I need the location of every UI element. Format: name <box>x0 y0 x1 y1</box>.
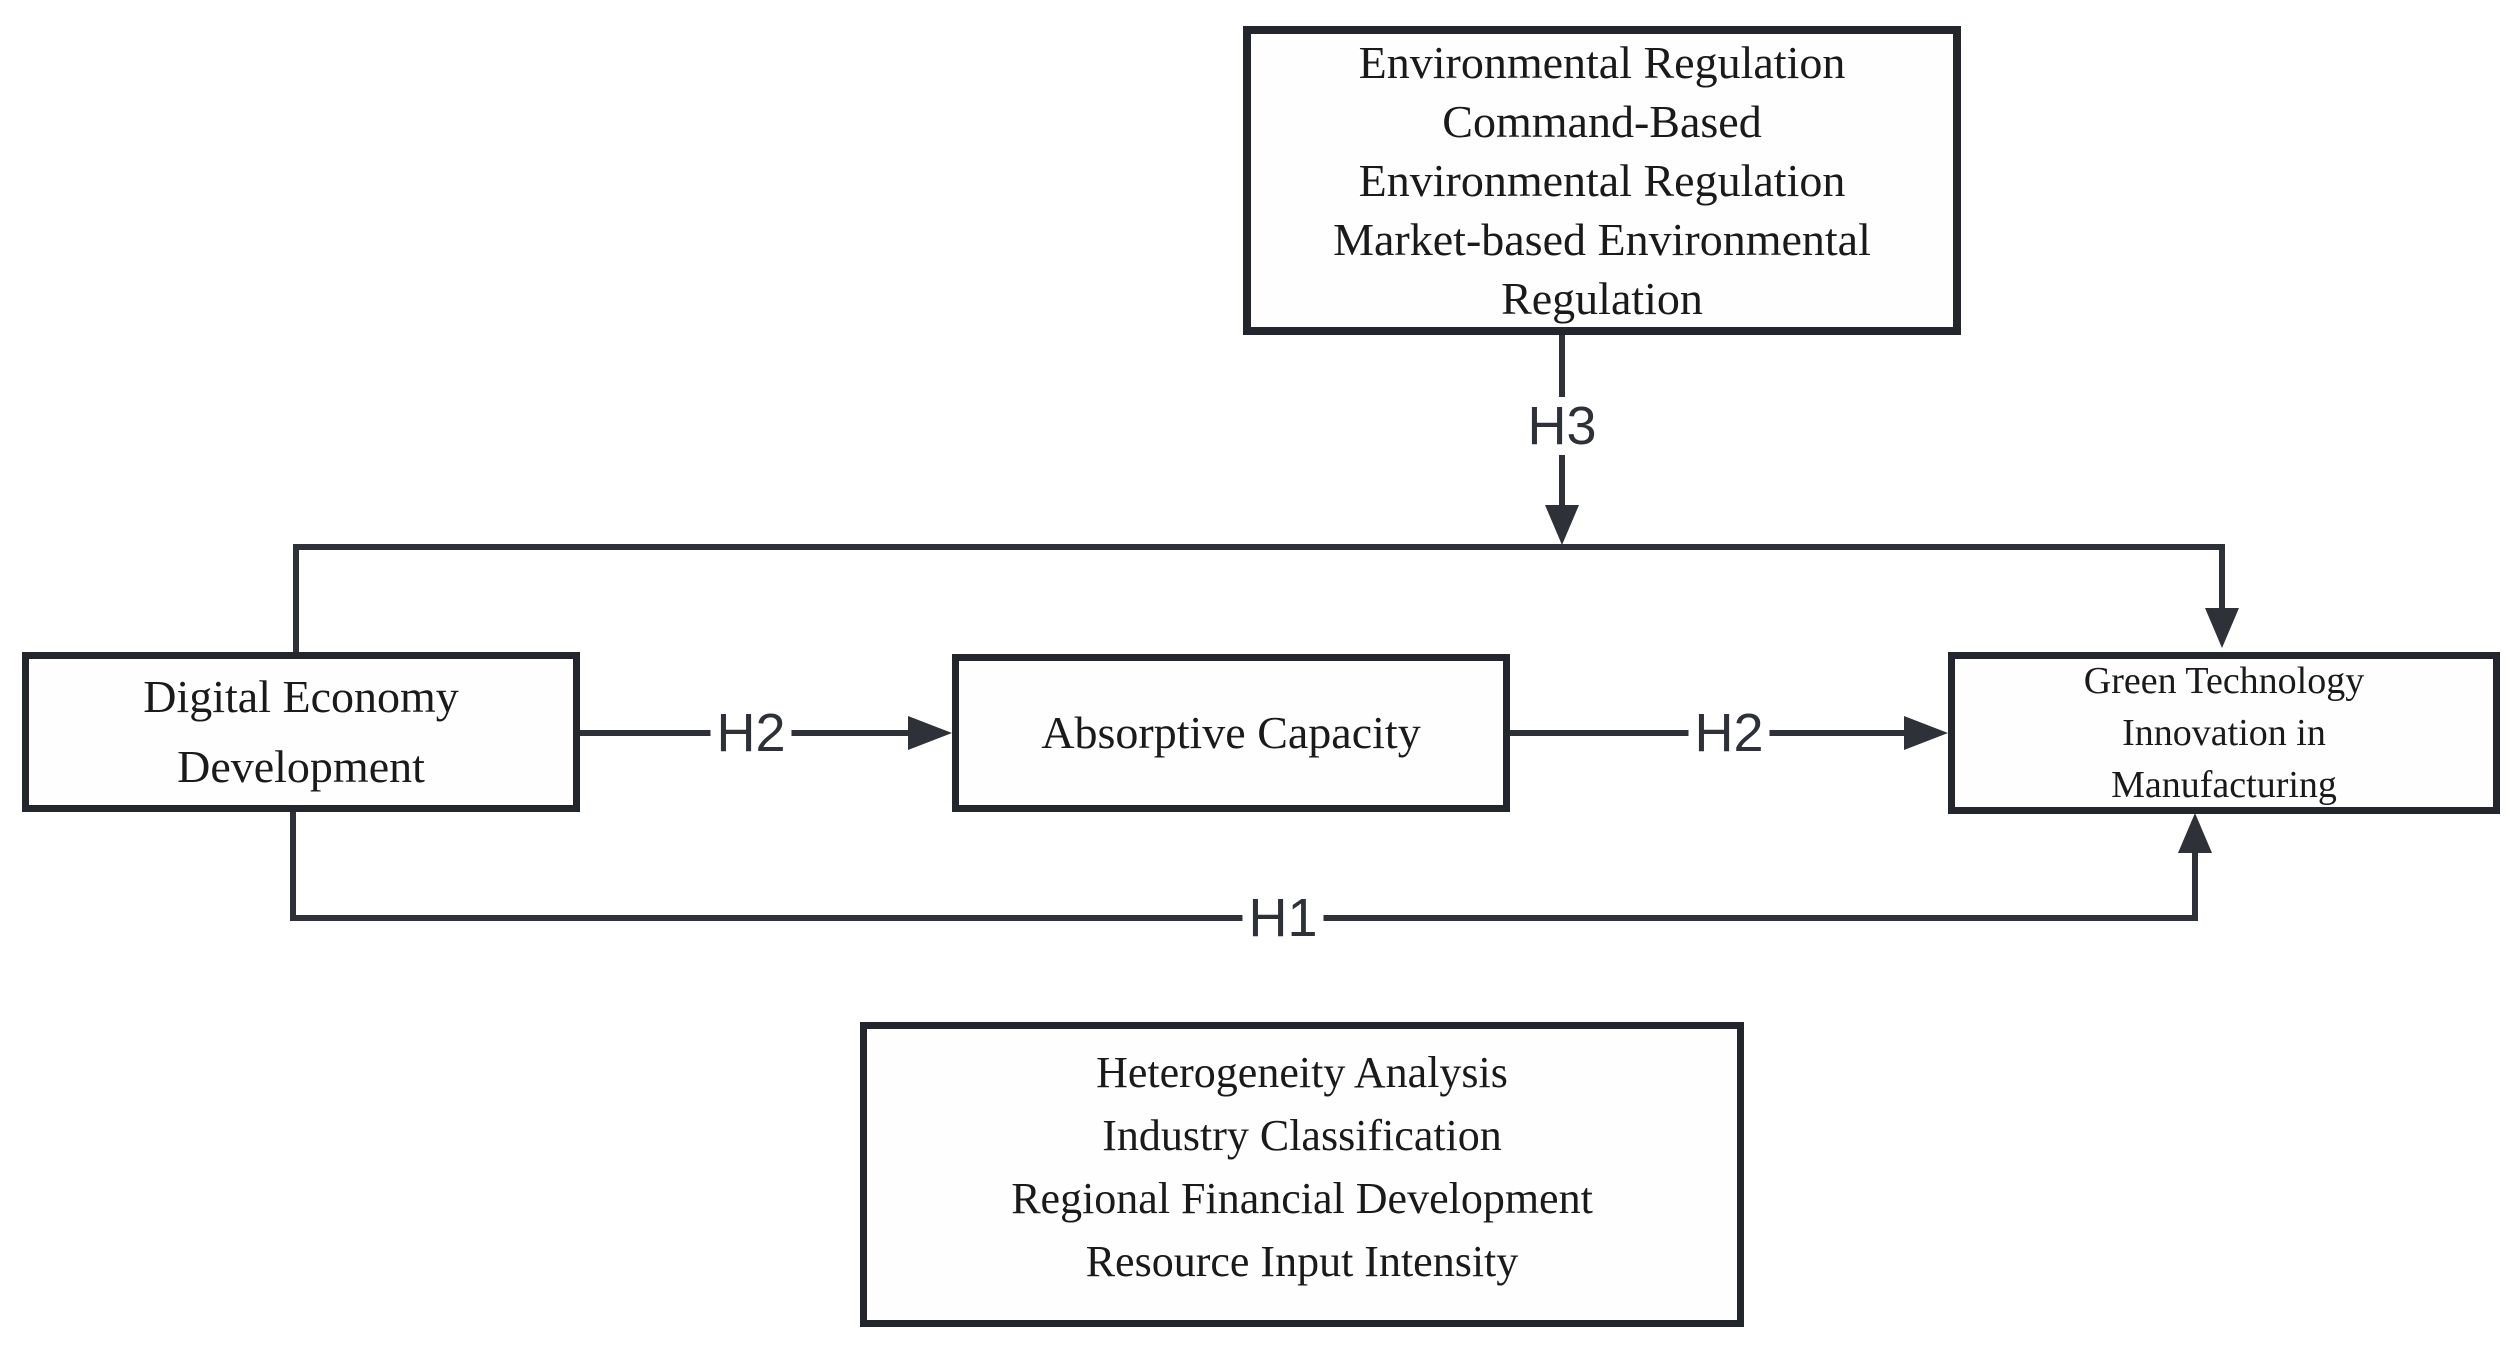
moderation-path-riser <box>293 547 299 652</box>
box-text-line: Absorptive Capacity <box>1041 707 1421 758</box>
box-text-line: Heterogeneity Analysis <box>1096 1048 1508 1097</box>
box-text-line: Command-Based <box>1442 96 1762 147</box>
box-text-line: Development <box>177 741 425 792</box>
box-text-line: Regional Financial Development <box>1011 1174 1593 1223</box>
box-text-line: Regulation <box>1501 273 1703 324</box>
box-digital-economy-development: Digital Economy Development <box>22 652 580 812</box>
h1-path-riser <box>2192 850 2198 921</box>
h1-path-drop <box>290 812 296 921</box>
h1-arrowhead-icon <box>2178 813 2212 853</box>
moderation-arrowhead-icon <box>2205 608 2239 648</box>
box-text-line: Innovation in <box>2122 712 2326 754</box>
h2a-arrowhead-icon <box>908 716 952 750</box>
box-environmental-regulation: Environmental Regulation Command-Based E… <box>1243 26 1961 335</box>
box-text-line: Industry Classification <box>1102 1111 1502 1160</box>
box-text-line: Market-based Environmental <box>1333 214 1871 265</box>
box-heterogeneity-analysis: Heterogeneity Analysis Industry Classifi… <box>860 1022 1744 1327</box>
box-absorptive-capacity: Absorptive Capacity <box>952 654 1510 812</box>
box-text-line: Environmental Regulation <box>1358 155 1846 206</box>
moderation-path-drop <box>2219 544 2225 610</box>
box-text-line: Digital Economy <box>143 671 459 722</box>
box-text-line: Resource Input Intensity <box>1085 1237 1519 1286</box>
h1-label: H1 <box>1242 889 1324 947</box>
box-text-line: Green Technology <box>2083 660 2365 702</box>
h3-arrowhead-icon <box>1545 505 1579 545</box>
h3-label: H3 <box>1521 397 1603 455</box>
moderation-path-horizontal <box>293 544 2225 550</box>
h2b-label: H2 <box>1688 704 1770 762</box>
h2a-label: H2 <box>710 704 792 762</box>
box-green-technology-innovation: Green Technology Innovation in Manufactu… <box>1948 652 2500 814</box>
box-text-line: Environmental Regulation <box>1358 37 1846 88</box>
h2b-arrowhead-icon <box>1904 716 1948 750</box>
box-text-line: Manufacturing <box>2111 764 2337 806</box>
